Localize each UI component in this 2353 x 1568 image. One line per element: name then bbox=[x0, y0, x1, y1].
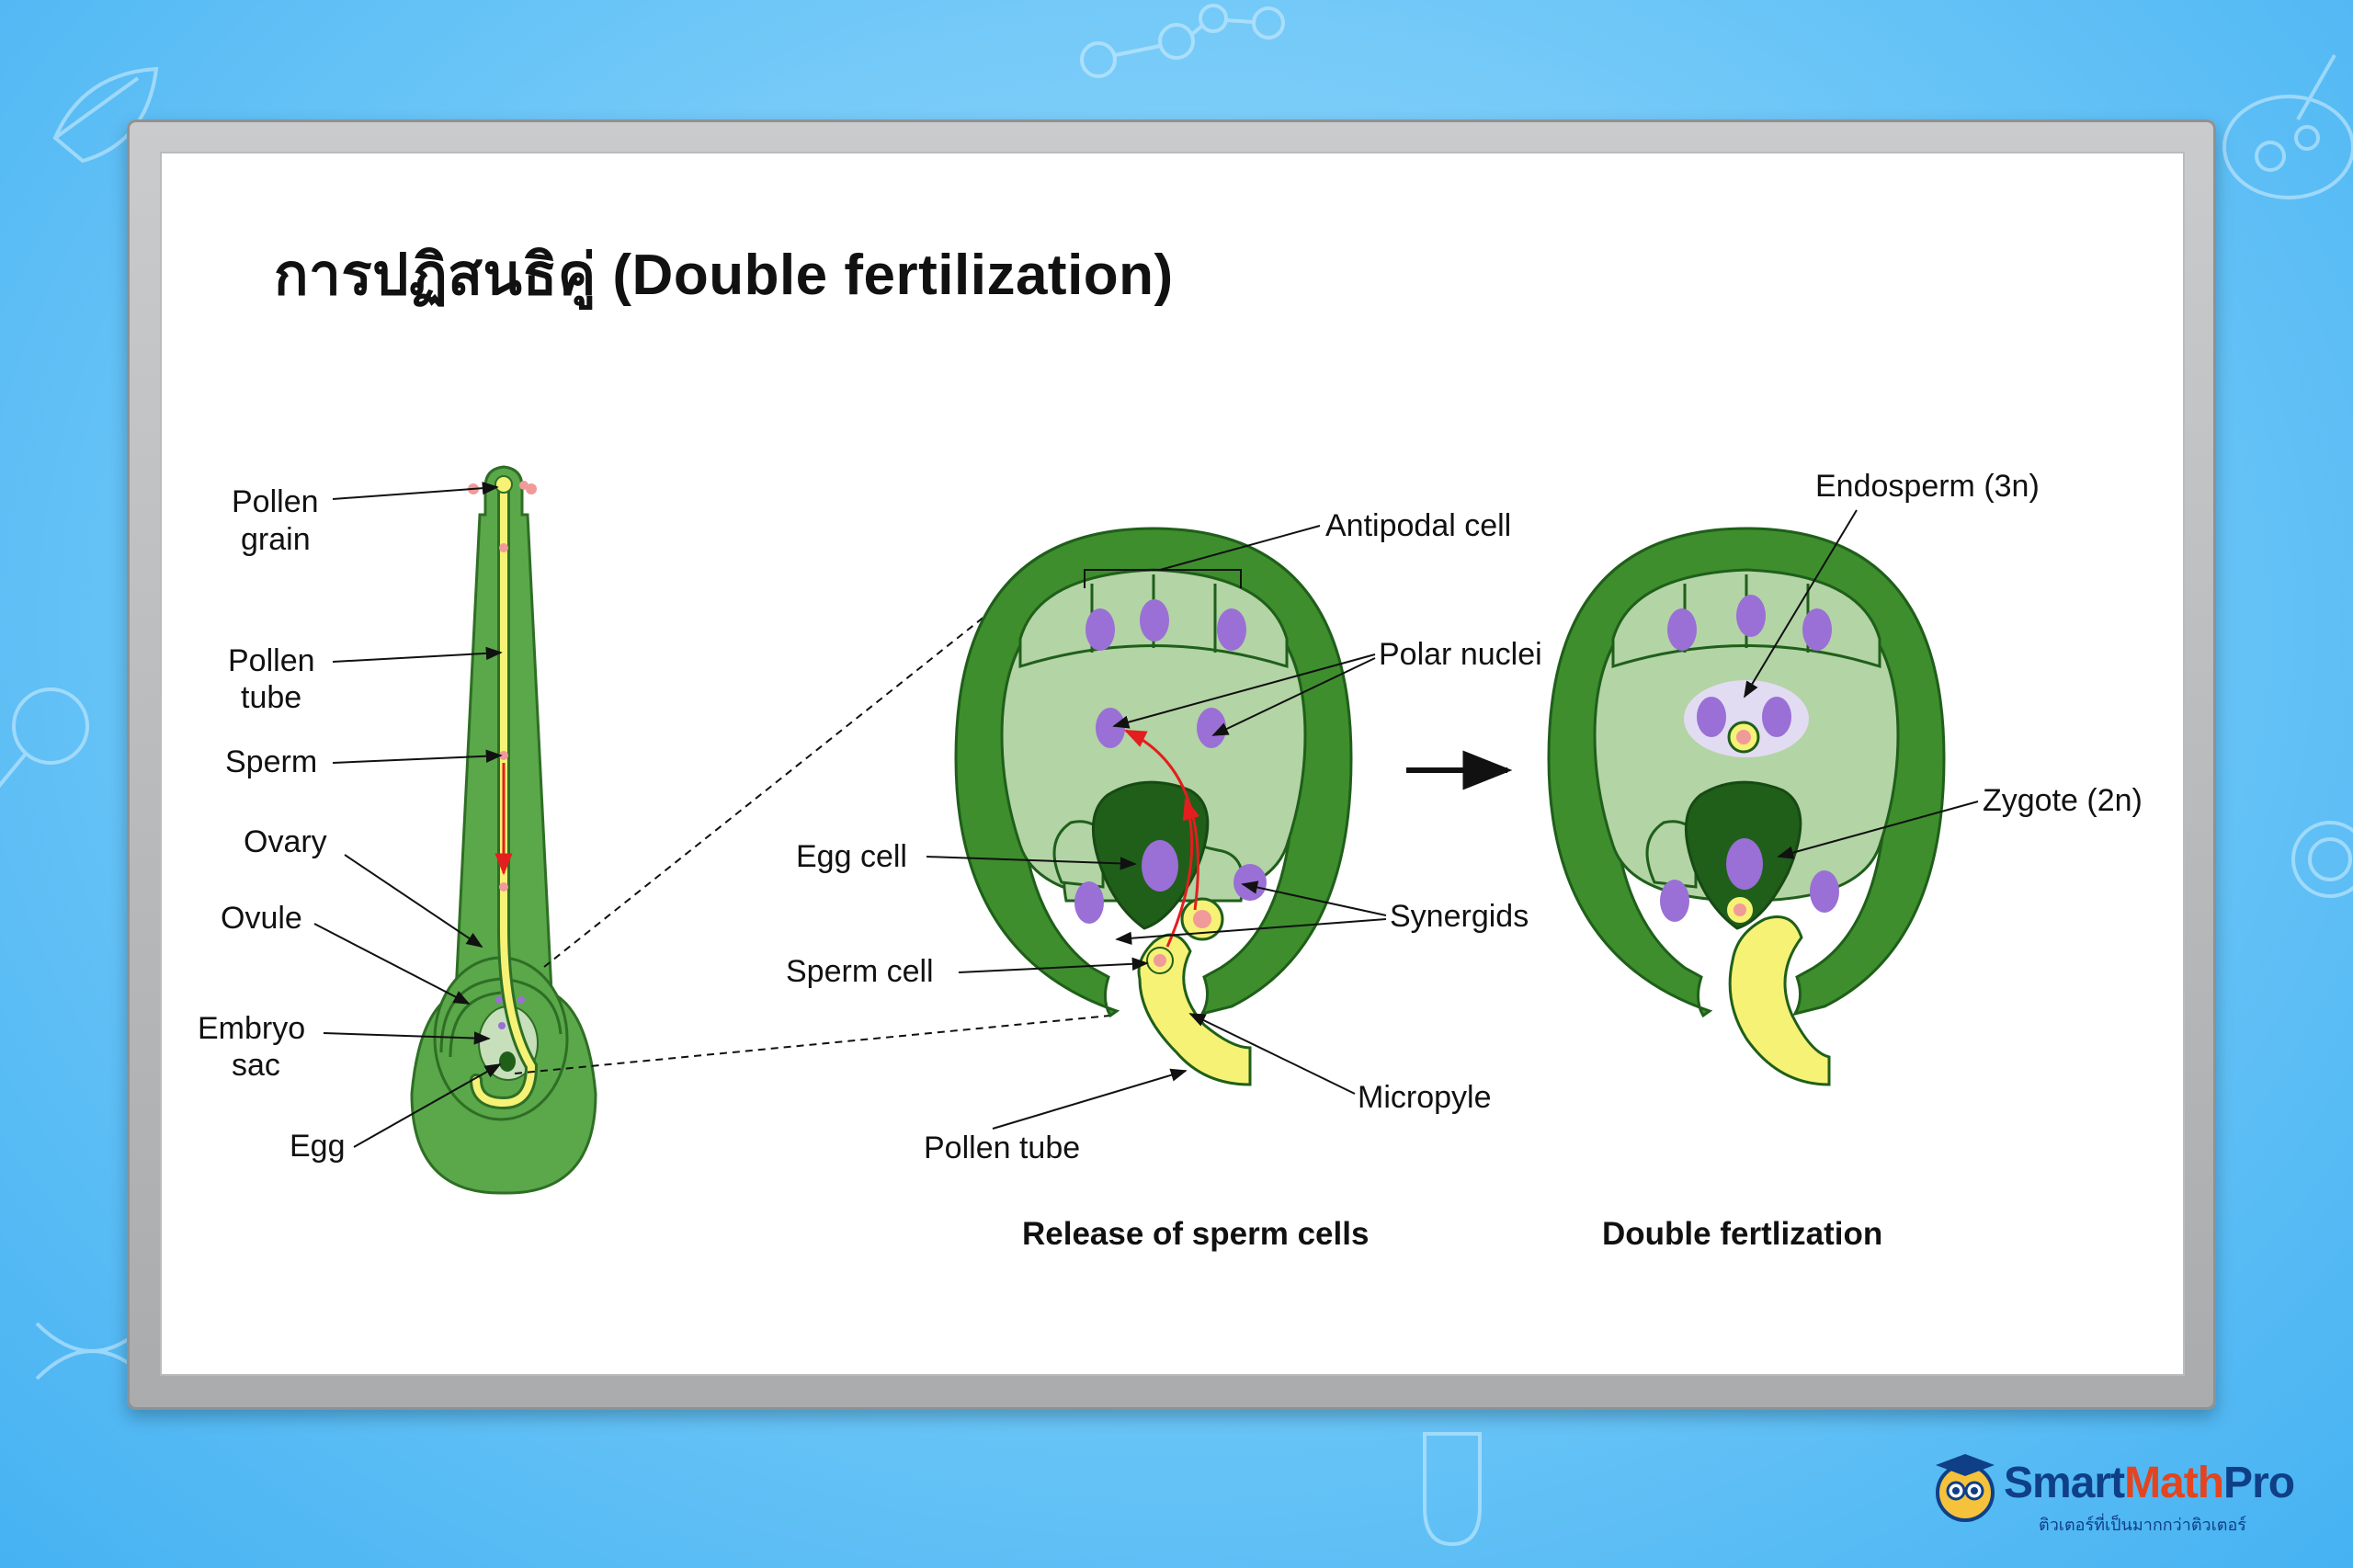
label-micropyle: Micropyle bbox=[1358, 1080, 1491, 1115]
label-sperm-cell: Sperm cell bbox=[786, 954, 934, 989]
caption-double: Double fertlization bbox=[1602, 1216, 1882, 1252]
page-title: การปฏิสนธิคู่ (Double fertilization) bbox=[274, 244, 1174, 307]
embryo-sac-fertilized bbox=[1547, 527, 1946, 1086]
owl-mascot-icon bbox=[1936, 1454, 1995, 1522]
label-pollen-grain-2: grain bbox=[241, 522, 311, 557]
label-sperm: Sperm bbox=[225, 744, 317, 779]
smartmathpro-logo: SmartMathPro ติวเตอร์ที่เป็นมากกว่าติวเต… bbox=[1928, 1445, 2333, 1546]
embryo-sac-release bbox=[954, 527, 1353, 1086]
label-embryo-sac-2: sac bbox=[232, 1048, 280, 1083]
logo-wordmark: SmartMathPro bbox=[2004, 1459, 2295, 1507]
label-pollen-tube-2: tube bbox=[241, 680, 301, 715]
label-pollen-tube-1: Pollen bbox=[228, 643, 315, 678]
logo-tagline: ติวเตอร์ที่เป็นมากกว่าติวเตอร์ bbox=[2039, 1516, 2246, 1534]
label-egg: Egg bbox=[290, 1129, 346, 1164]
label-zygote: Zygote (2n) bbox=[1983, 783, 2143, 818]
pollen-grain bbox=[494, 475, 513, 494]
pistil-drawing bbox=[410, 465, 597, 1195]
label-pollen-grain-1: Pollen bbox=[232, 484, 319, 519]
label-endosperm: Endosperm (3n) bbox=[1815, 469, 2040, 504]
label-ovary: Ovary bbox=[244, 824, 327, 859]
label-egg-cell: Egg cell bbox=[796, 839, 907, 874]
caption-release: Release of sperm cells bbox=[1022, 1216, 1369, 1252]
label-polar-nuclei: Polar nuclei bbox=[1379, 637, 1542, 672]
label-ovule: Ovule bbox=[221, 901, 302, 936]
label-antipodal-cell: Antipodal cell bbox=[1325, 508, 1511, 543]
egg-small bbox=[499, 1051, 516, 1072]
label-pollen-tube: Pollen tube bbox=[924, 1131, 1080, 1165]
label-synergids: Synergids bbox=[1390, 899, 1529, 934]
label-embryo-sac-1: Embryo bbox=[198, 1011, 305, 1046]
